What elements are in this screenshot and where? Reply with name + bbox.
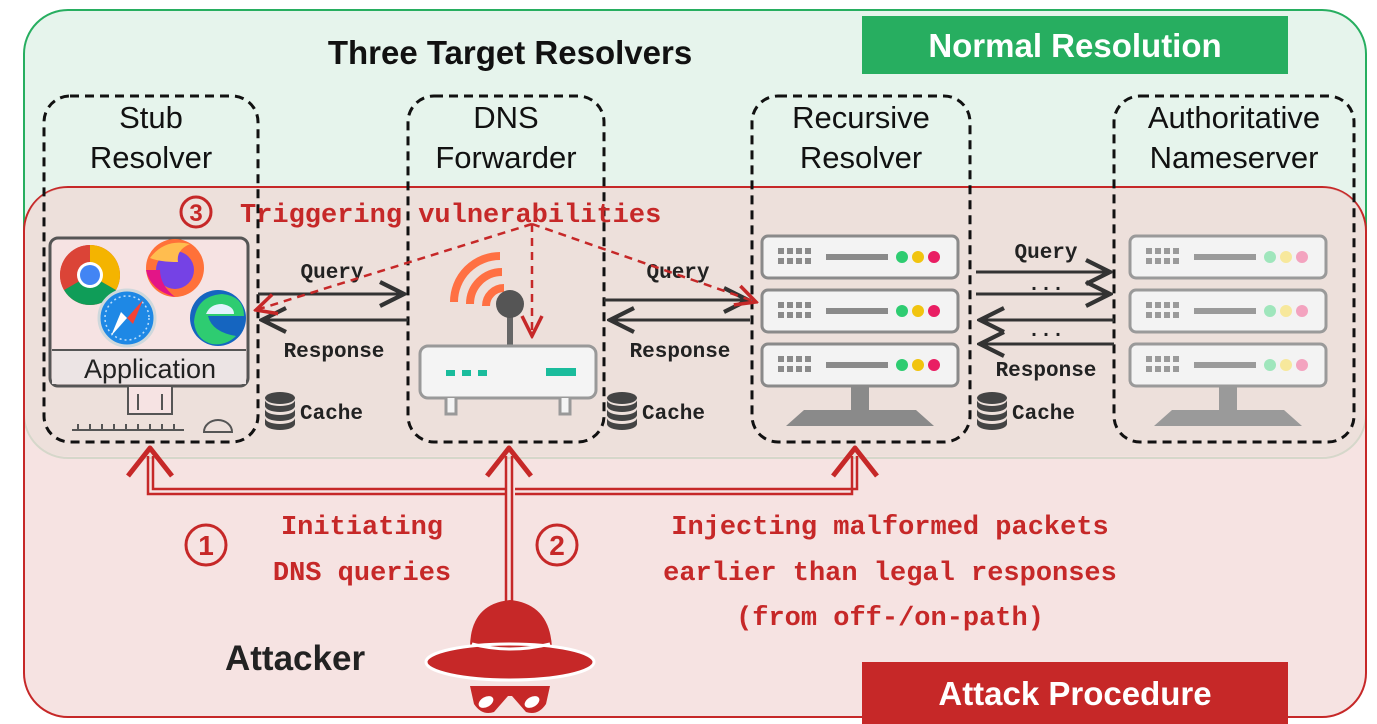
ellipsis-response: ... — [1028, 320, 1064, 343]
normal-resolution-label: Normal Resolution — [928, 27, 1221, 64]
authoritative-nameserver-box — [1112, 94, 1356, 444]
edge-icon — [190, 290, 246, 346]
arrowhead-recursive — [831, 445, 879, 478]
response-label-1: Response — [284, 341, 385, 364]
ellipsis-query: ... — [1028, 274, 1064, 297]
attacker-label: Attacker — [225, 639, 365, 678]
authoritative-server-icon — [1128, 234, 1328, 426]
normal-resolution-badge — [862, 16, 1288, 74]
authoritative-label-line2: Nameserver — [1150, 140, 1319, 175]
arrowhead-stub — [126, 445, 174, 478]
application-label: Application — [84, 354, 216, 384]
step2-circle — [535, 523, 579, 567]
overlap-tint — [26, 188, 1364, 456]
recursive-label-line2: Resolver — [800, 140, 922, 175]
recursive-server-icon — [760, 234, 960, 426]
query-label-3: Query — [1014, 242, 1077, 265]
step2-line2: earlier than legal responses — [663, 559, 1117, 589]
firefox-icon — [146, 239, 204, 297]
attacker-connector — [146, 456, 859, 608]
recursive-resolver-box — [750, 94, 972, 444]
chrome-icon — [59, 244, 121, 306]
step3-number: 3 — [189, 200, 202, 227]
step1-line2: DNS queries — [273, 559, 451, 589]
authoritative-label-line1: Authoritative — [1148, 100, 1320, 135]
trigger-arrow-to-recursive — [531, 222, 756, 302]
step3-text: Triggering vulnerabilities — [240, 201, 661, 231]
trigger-arrow-to-stub — [256, 222, 533, 310]
step2-number: 2 — [549, 530, 565, 561]
step1-circle — [184, 523, 228, 567]
wifi-router-icon — [418, 252, 598, 416]
cache-label-2: Cache — [642, 403, 705, 426]
response-label-3: Response — [996, 360, 1097, 383]
step3-circle — [179, 195, 213, 229]
step2-line1: Injecting malformed packets — [671, 513, 1108, 543]
step2-line3: (from off-/on-path) — [736, 604, 1044, 634]
attack-procedure-badge — [862, 662, 1288, 724]
step1-number: 1 — [198, 530, 214, 561]
stub-resolver-box — [42, 94, 260, 444]
cache-label-1: Cache — [300, 403, 363, 426]
stub-label-line2: Resolver — [90, 140, 212, 175]
query-label-1: Query — [300, 262, 363, 285]
query-label-2: Query — [646, 262, 709, 285]
diagram-title: Three Target Resolvers — [328, 34, 692, 71]
forwarder-label-line1: DNS — [473, 100, 538, 135]
forwarder-label-line2: Forwarder — [435, 140, 576, 175]
recursive-label-line1: Recursive — [792, 100, 930, 135]
safari-icon — [97, 288, 157, 348]
attack-procedure-label: Attack Procedure — [938, 675, 1211, 712]
arrowhead-forwarder — [485, 445, 533, 478]
dns-forwarder-box — [406, 94, 606, 444]
stub-label-line1: Stub — [119, 100, 183, 135]
response-label-2: Response — [630, 341, 731, 364]
hacker-hat-icon — [424, 600, 596, 713]
cache-label-3: Cache — [1012, 403, 1075, 426]
step1-line1: Initiating — [281, 513, 443, 543]
